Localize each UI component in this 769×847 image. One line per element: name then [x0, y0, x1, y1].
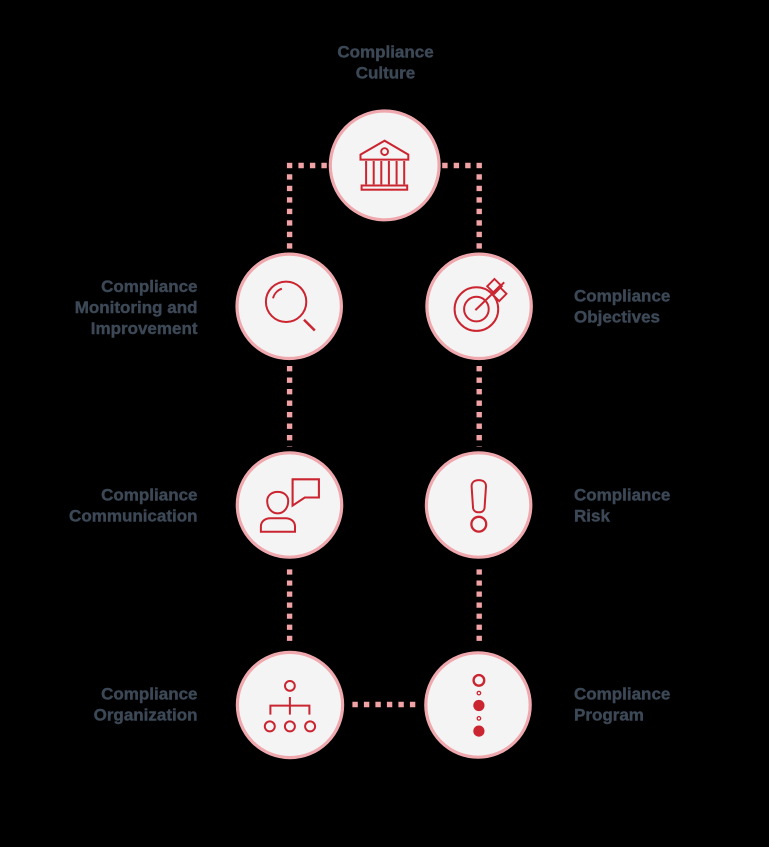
svg-text:Organization: Organization — [94, 706, 198, 725]
svg-text:Compliance: Compliance — [101, 486, 197, 505]
svg-text:Compliance: Compliance — [337, 43, 433, 62]
svg-text:Compliance: Compliance — [101, 685, 197, 704]
svg-text:Communication: Communication — [69, 507, 197, 526]
svg-text:Compliance: Compliance — [574, 685, 670, 704]
svg-text:Objectives: Objectives — [574, 308, 660, 327]
svg-text:Compliance: Compliance — [574, 486, 670, 505]
svg-text:Risk: Risk — [574, 507, 610, 526]
svg-text:Compliance: Compliance — [101, 277, 197, 296]
svg-text:Culture: Culture — [356, 64, 416, 83]
svg-text:Compliance: Compliance — [574, 287, 670, 306]
svg-text:Improvement: Improvement — [91, 319, 198, 338]
svg-text:Monitoring and: Monitoring and — [75, 298, 198, 317]
svg-text:Program: Program — [574, 706, 644, 725]
